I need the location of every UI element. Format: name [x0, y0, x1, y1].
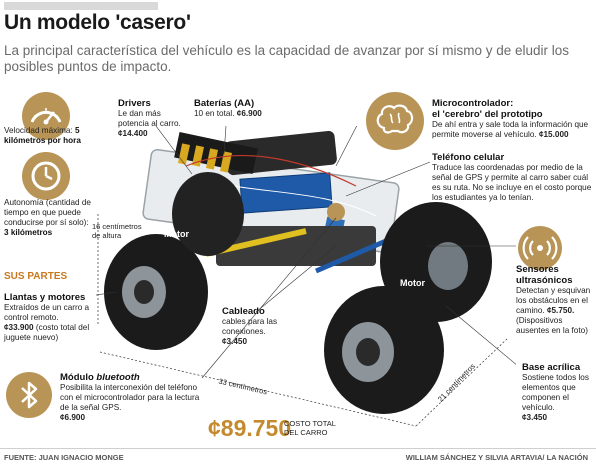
tires-desc: Extraídos de un carro a control remoto.: [4, 303, 90, 322]
microcontroller-title2: el 'cerebro' del prototipo: [432, 109, 543, 120]
footer-source: FUENTE: JUAN IGNACIO MONGE: [4, 453, 124, 462]
motor-label-rear: Motor: [400, 278, 425, 288]
phone-title: Teléfono celular: [432, 152, 505, 163]
microcontroller-block: Microcontrolador: el 'cerebro' del proto…: [432, 98, 594, 140]
sensors-title: Sensores: [516, 264, 559, 275]
microcontroller-price: ¢15.000: [538, 130, 569, 139]
sensors-desc: Detectan y esquivan los obstáculos en el…: [516, 286, 591, 315]
total-cost-value: ¢89.750: [208, 415, 292, 441]
tires-block: Llantas y motores Extraídos de un carro …: [4, 292, 90, 343]
tires-title: Llantas y motores: [4, 292, 86, 303]
top-decoration-bar: [4, 2, 158, 10]
base-desc: Sostiene todos los elementos que compone…: [522, 373, 589, 412]
brain-icon: [366, 92, 424, 150]
speedometer-icon: [22, 92, 70, 140]
footer-credit: WILLIAM SÁNCHEZ Y SILVIA ARTAVIA/ LA NAC…: [405, 453, 588, 462]
height-unit: de altura: [92, 231, 122, 240]
autonomy-label: Autonomía (cantidad de tiempo en que pue…: [4, 198, 91, 227]
bluetooth-title-prefix: Módulo: [60, 372, 94, 383]
batteries-block: Baterías (AA) 10 en total. ¢6.900: [194, 98, 284, 119]
base-title: Base acrílica: [522, 362, 581, 373]
wiring-title: Cableado: [222, 306, 265, 317]
total-cost-label: COSTO TOTAL DEL CARRO: [284, 419, 336, 437]
tires-note: (costo total del juguete nuevo): [4, 323, 90, 342]
bluetooth-price: ¢6.900: [60, 413, 86, 422]
footer-divider: [0, 448, 596, 449]
wheel-rear-left: [324, 286, 444, 414]
car-illustration: [96, 126, 516, 427]
autonomy-text: Autonomía (cantidad de tiempo en que pue…: [4, 198, 92, 238]
phone-block: Teléfono celular Traduce las coordenadas…: [432, 152, 594, 203]
speed-value: 5 kilómetros por hora: [4, 126, 81, 145]
drivers-title: Drivers: [118, 98, 151, 109]
sensors-note: (Dispositivos ausentes en la foto): [516, 316, 588, 335]
sensors-title2: ultrasónicos: [516, 275, 573, 286]
clock-icon: [22, 152, 70, 200]
height-label: 16 centímetros de altura: [92, 222, 162, 240]
batteries-price: ¢6.900: [236, 109, 262, 118]
sensors-block: Sensores ultrasónicos Detectan y esquiva…: [516, 264, 594, 336]
microcontroller-desc: De ahí entra y sale toda la información …: [432, 120, 589, 139]
speed-label: Velocidad máxima:: [4, 126, 73, 135]
page-subtitle: La principal característica del vehículo…: [4, 43, 570, 74]
bluetooth-block: Módulo bluetooth Posibilita la intercone…: [60, 372, 200, 423]
bluetooth-title-emph: bluetooth: [96, 372, 140, 383]
batteries-title: Baterías (AA): [194, 98, 255, 109]
drivers-block: Drivers Le dan más potencia al carro. ¢1…: [118, 98, 188, 139]
bluetooth-title: Módulo bluetooth: [60, 372, 200, 383]
signal-icon: [518, 226, 562, 270]
parts-heading: SUS PARTES: [4, 271, 68, 282]
wheel-rear-right: [380, 202, 492, 322]
tires-price: ¢33.900: [4, 323, 34, 332]
microcontroller-title: Microcontrolador:: [432, 98, 514, 109]
page-title: Un modelo 'casero': [4, 11, 191, 34]
base-price: ¢3.450: [522, 413, 548, 422]
drivers-price: ¢14.400: [118, 129, 148, 138]
batteries-desc: 10 en total.: [194, 109, 235, 118]
total-cost-label-1: COSTO TOTAL: [284, 419, 336, 428]
drivers-desc: Le dan más potencia al carro.: [118, 109, 181, 128]
total-cost-label-2: DEL CARRO: [284, 428, 328, 437]
autonomy-value: 3 kilómetros: [4, 228, 53, 237]
bluetooth-icon: [6, 372, 52, 418]
wheel-front-left: [104, 234, 208, 350]
wheel-front-right: [172, 172, 244, 256]
wiring-price: ¢3.450: [222, 337, 248, 346]
base-block: Base acrílica Sostiene todos los element…: [522, 362, 594, 423]
phone-desc: Traduce las coordenadas por medio de la …: [432, 163, 592, 202]
motor-label-front: Motor: [164, 229, 189, 239]
speed-text: Velocidad máxima: 5 kilómetros por hora: [4, 126, 104, 146]
height-value: 16 centímetros: [92, 222, 142, 231]
bluetooth-desc: Posibilita la interconexión del teléfono…: [60, 383, 200, 412]
sensors-price: ¢5.750.: [546, 306, 575, 315]
